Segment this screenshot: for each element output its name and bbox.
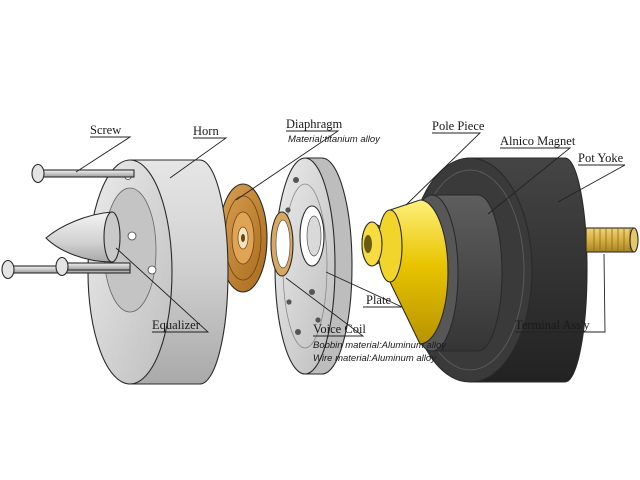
plate xyxy=(274,157,353,375)
label-plate: Plate xyxy=(366,293,391,307)
screw-lower-2 xyxy=(55,256,131,277)
label-voice-coil: Voice Coil xyxy=(313,322,366,336)
label-diaphragm-material: Material:titanium alloy xyxy=(288,134,381,145)
label-equalizer: Equalizer xyxy=(152,318,201,332)
screw-top xyxy=(31,163,135,184)
label-horn: Horn xyxy=(193,124,219,138)
label-terminal: Terminal Ass'y xyxy=(515,318,590,332)
voice-coil xyxy=(270,211,294,277)
label-alnico-magnet: Alnico Magnet xyxy=(500,134,576,148)
terminal-assembly xyxy=(585,227,639,253)
leader-lines xyxy=(75,130,626,337)
label-wire-material: Wire material:Aluminum alloy xyxy=(313,353,437,364)
label-diaphragm: Diaphragm xyxy=(286,117,343,131)
label-pole-piece: Pole Piece xyxy=(432,119,485,133)
label-pot-yoke: Pot Yoke xyxy=(578,151,624,165)
equalizer xyxy=(45,211,121,263)
label-bobbin-material: Bobbin material:Aluminum alloy xyxy=(313,340,447,351)
pole-piece xyxy=(361,199,449,345)
label-screw: Screw xyxy=(90,123,121,137)
diaphragm xyxy=(218,183,268,293)
